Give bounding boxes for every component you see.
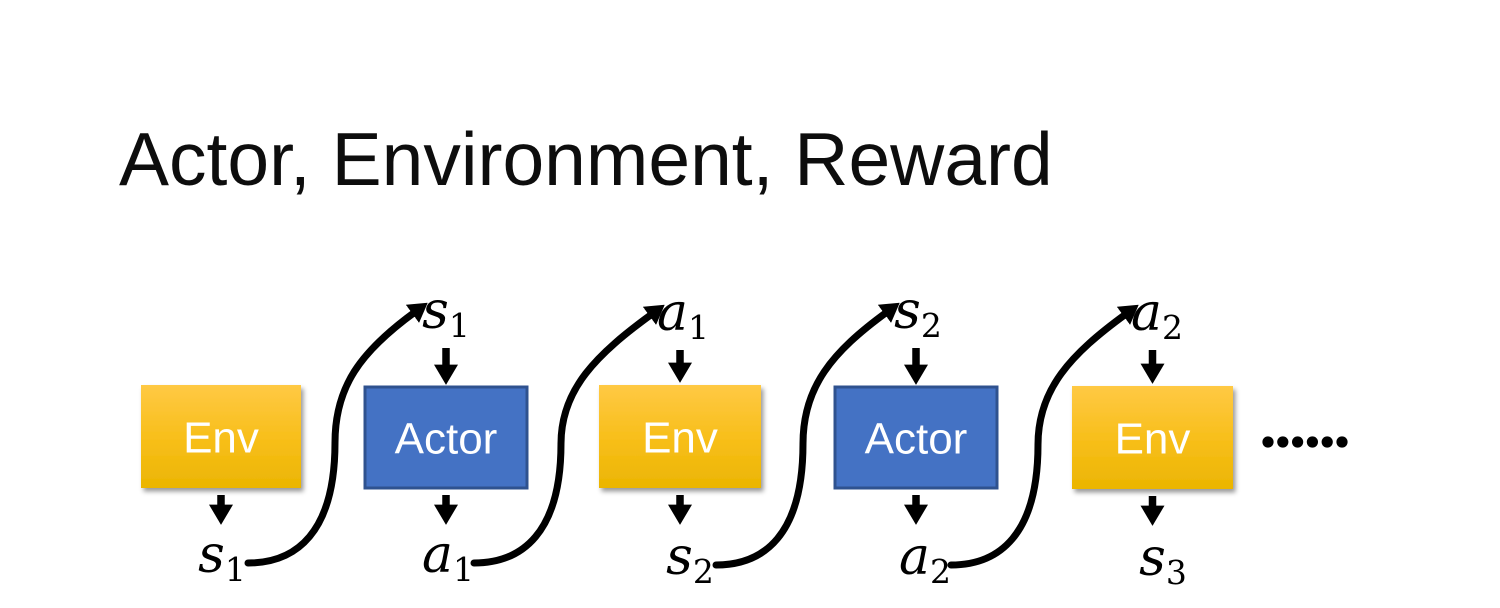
state-label-top: s2: [894, 281, 942, 345]
env-box-group: Env: [599, 385, 761, 488]
io-arrows-layer: [209, 348, 1165, 526]
actor-box: [833, 385, 999, 490]
action-label-top: a2: [1131, 283, 1183, 347]
math-base: a: [657, 283, 688, 343]
feedback-curve-arrow: [244, 302, 428, 567]
env-box: [141, 385, 301, 488]
math-base: s: [894, 281, 921, 341]
action-label-bottom: a2: [899, 527, 951, 591]
math-subscript: 2: [693, 552, 714, 591]
math-subscript: 2: [921, 306, 942, 345]
action-label-top: a1: [657, 283, 709, 347]
env-box-group: Env: [1072, 386, 1233, 489]
env-box-label: Env: [1115, 415, 1191, 464]
ellipsis-dots: [1262, 436, 1348, 448]
env-box-label: Env: [183, 414, 259, 463]
math-base: s: [1139, 528, 1166, 588]
env-box: [599, 385, 761, 488]
math-base: a: [899, 527, 930, 587]
dot: [1336, 436, 1348, 448]
math-subscript: 2: [930, 552, 951, 591]
feedback-curve-arrow: [470, 304, 665, 567]
actor-box-label: Actor: [865, 415, 968, 464]
state-label-bottom: s3: [1139, 528, 1187, 592]
state-label-bottom: s2: [666, 527, 714, 591]
math-base: s: [422, 281, 449, 341]
env-box-group: Env: [141, 385, 301, 488]
math-subscript: 1: [688, 308, 709, 347]
actor-box-label: Actor: [395, 415, 498, 464]
math-base: s: [666, 527, 693, 587]
state-label-bottom: s1: [198, 525, 246, 589]
math-base: a: [422, 525, 453, 585]
math-base: a: [1131, 283, 1162, 343]
math-subscript: 1: [453, 550, 474, 589]
math-subscript: 1: [449, 306, 470, 345]
math-subscript: 3: [1166, 553, 1187, 592]
math-base: s: [198, 525, 225, 585]
dot: [1262, 436, 1274, 448]
env-box: [1072, 386, 1233, 489]
math-subscript: 1: [225, 550, 246, 589]
actor-box-group: Actor: [833, 385, 999, 490]
actor-box: [363, 385, 529, 490]
dot: [1306, 436, 1318, 448]
action-label-bottom: a1: [422, 525, 474, 589]
env-box-label: Env: [642, 414, 718, 463]
feedback-curves-layer: [244, 302, 1139, 569]
dot: [1321, 436, 1333, 448]
feedback-curve-arrow: [947, 304, 1139, 569]
state-label-top: s1: [422, 281, 470, 345]
dot: [1292, 436, 1304, 448]
dot: [1277, 436, 1289, 448]
math-subscript: 2: [1162, 308, 1183, 347]
boxes-layer: Env Actor Env Actor Env: [141, 385, 1233, 490]
slide-title: Actor, Environment, Reward: [119, 117, 1053, 201]
actor-box-group: Actor: [363, 385, 529, 490]
feedback-curve-arrow: [712, 302, 900, 569]
